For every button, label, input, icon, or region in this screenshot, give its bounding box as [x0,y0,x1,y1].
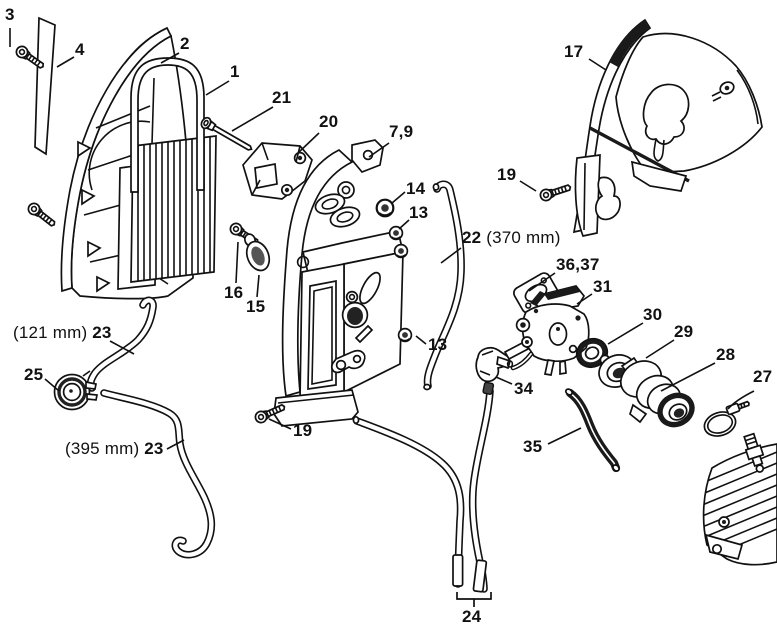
part-label-14: 14 [406,179,426,198]
leader-lines [9,28,755,450]
ring-30-drawing [575,337,609,369]
screw-3b-drawing [25,200,59,231]
part-label-19-shroud: 19 [497,165,517,184]
part-label-3: 3 [5,5,15,24]
air-filter-drawing [117,57,217,290]
part-label-2: 2 [180,34,190,53]
part-label-22: 22 (370 mm) [462,228,561,247]
carburetor-31-drawing [503,285,590,376]
part-label-31: 31 [593,277,613,296]
part-label-20: 20 [319,112,339,131]
part-label-25: 25 [24,365,44,384]
grommet-15-drawing [244,233,271,272]
nut-14-drawing [375,198,395,218]
part-label-35: 35 [523,437,543,456]
part-label-36-37: 36,37 [556,255,600,274]
clamp-27-drawing [703,400,750,437]
bracket-24 [456,592,492,607]
manifold-28-drawing [619,356,695,428]
filter-housing-drawing [273,139,405,427]
part-label-19-bottom: 19 [293,421,313,440]
part-label-17: 17 [564,42,584,61]
hose-22-drawing [423,180,465,391]
part-label-27: 27 [753,367,773,386]
cylinder-drawing [702,432,777,566]
part-label-34: 34 [514,379,534,398]
hose-23-long-drawing [100,389,216,559]
part-label-4: 4 [75,40,85,59]
part-label-24: 24 [462,607,482,626]
screw-19-shroud-drawing [538,180,573,203]
cover-strip-drawing [34,16,56,156]
bracket-20-drawing [242,142,313,200]
fuel-hoses-24-drawing [352,381,495,593]
part-label-21: 21 [272,88,292,107]
bolt-21-drawing [200,116,253,151]
primer-bulb-25-drawing [53,370,99,411]
shroud-17-drawing [572,18,763,237]
part-label-23-395mm: (395 mm) 23 [65,439,164,458]
hose-23-short-drawing [86,296,157,392]
elbow-34-drawing [475,347,514,383]
part-label-29: 29 [674,322,694,341]
nut-13c-drawing [397,327,413,343]
part-label-7-9: 7,9 [389,122,414,141]
part-label-28: 28 [716,345,736,364]
part-label-13-right: 13 [428,335,448,354]
hose-35-drawing [564,388,621,473]
nut-13b-drawing [393,243,409,259]
part-label-15: 15 [246,297,266,316]
part-label-30: 30 [643,305,663,324]
part-label-1: 1 [230,62,240,81]
part-label-13-upper: 13 [409,203,429,222]
part-label-16: 16 [224,283,244,302]
part-label-23-121mm: (121 mm) 23 [13,323,112,342]
